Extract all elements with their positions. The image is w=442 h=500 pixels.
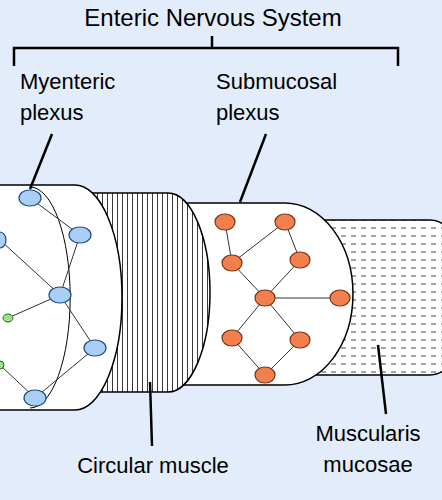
submucosal-ganglia [215,214,350,383]
title: Enteric Nervous System [0,2,426,33]
submucosal-network [225,222,340,375]
myenteric-ganglia [0,190,106,406]
part-label: Circular muscle [38,450,268,481]
bracket [14,36,398,66]
neuron-dots [0,314,13,369]
part-label: Muscularis mucosae [298,418,438,480]
myenteric-network [0,198,95,398]
layer-edge [30,187,70,408]
part-label: Submucosal plexus [216,66,356,128]
part-label: Myenteric plexus [20,66,150,128]
longitudinal-layer [0,185,122,410]
leader-lines [30,134,386,446]
